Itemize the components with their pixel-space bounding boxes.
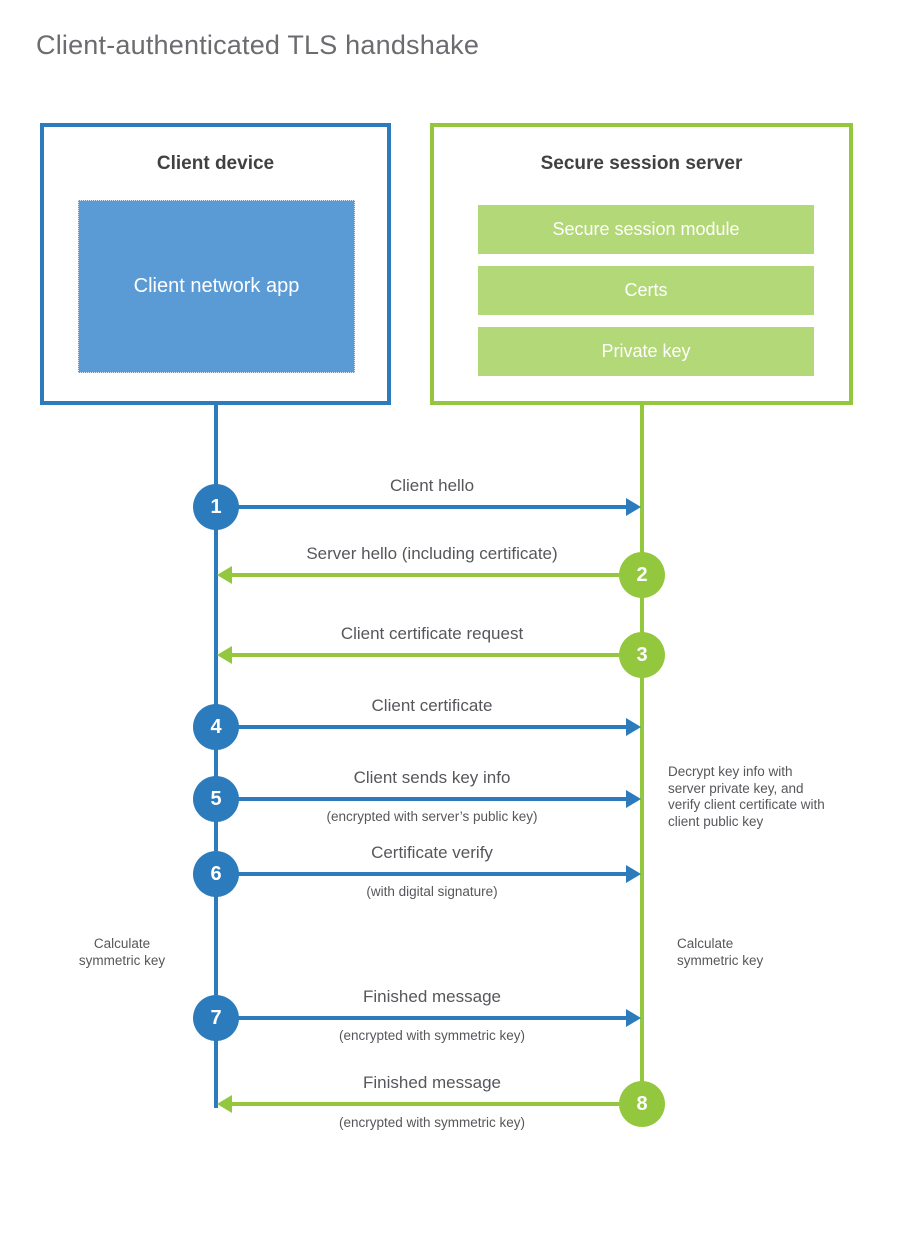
step-8-number: 8 <box>636 1092 648 1115</box>
step-6-label: Certificate verify <box>371 843 493 862</box>
client-device-box: Client device Client network app <box>40 123 391 405</box>
step-5-number: 5 <box>210 787 222 810</box>
step-6-circle: 6 <box>193 851 239 897</box>
step-6-number: 6 <box>210 862 222 885</box>
server-module-secure-session: Secure session module <box>478 205 814 254</box>
client-network-app-box: Client network app <box>78 200 355 373</box>
step-2-circle: 2 <box>619 552 665 598</box>
step-5-circle: 5 <box>193 776 239 822</box>
step-4-label: Client certificate <box>371 696 493 715</box>
step-8-arrow <box>232 1102 619 1106</box>
page-title: Client-authenticated TLS handshake <box>36 30 480 60</box>
step-1-circle: 1 <box>193 484 239 530</box>
step-7-arrowhead-icon <box>626 1009 641 1027</box>
step-7-label: Finished message <box>363 987 501 1006</box>
step-3-circle: 3 <box>619 632 665 678</box>
secure-session-server-title: Secure session server <box>540 153 743 174</box>
client-device-title: Client device <box>156 153 275 174</box>
step-7-circle: 7 <box>193 995 239 1041</box>
step-7-sublabel: (encrypted with symmetric key) <box>338 1028 526 1043</box>
server-lifeline <box>640 405 644 1108</box>
step-7-arrow <box>238 1016 626 1020</box>
step-1-arrowhead-icon <box>626 498 641 516</box>
step-4-arrow <box>238 725 626 729</box>
step-3-arrow <box>232 653 619 657</box>
server-decrypt-note: Decrypt key info with server private key… <box>668 764 825 829</box>
server-module-certs: Certs <box>478 266 814 315</box>
step-7-number: 7 <box>210 1006 222 1029</box>
client-network-app-label: Client network app <box>133 275 300 297</box>
step-6-sublabel: (with digital signature) <box>366 884 498 899</box>
secure-session-server-box: Secure session server Secure session mod… <box>430 123 853 405</box>
step-4-circle: 4 <box>193 704 239 750</box>
step-1-label: Client hello <box>389 476 475 495</box>
step-2-number: 2 <box>636 563 648 586</box>
step-1-number: 1 <box>210 495 222 518</box>
step-2-label: Server hello (including certificate) <box>306 544 558 563</box>
step-2-arrow <box>232 573 619 577</box>
step-5-sublabel: (encrypted with server’s public key) <box>326 809 538 824</box>
client-calculate-symmetric-key-note: Calculate symmetric key <box>78 936 166 968</box>
step-1-arrow <box>238 505 626 509</box>
step-4-arrowhead-icon <box>626 718 641 736</box>
step-6-arrowhead-icon <box>626 865 641 883</box>
server-calculate-symmetric-key-note: Calculate symmetric key <box>677 936 764 968</box>
step-2-arrowhead-icon <box>217 566 232 584</box>
step-3-number: 3 <box>636 643 648 666</box>
server-module-private-key: Private key <box>478 327 814 376</box>
step-4-number: 4 <box>210 715 222 738</box>
step-5-arrow <box>238 797 626 801</box>
step-6-arrow <box>238 872 626 876</box>
step-5-arrowhead-icon <box>626 790 641 808</box>
client-lifeline <box>214 405 218 1108</box>
step-8-sublabel: (encrypted with symmetric key) <box>338 1115 526 1130</box>
step-3-arrowhead-icon <box>217 646 232 664</box>
step-8-circle: 8 <box>619 1081 665 1127</box>
step-5-label: Client sends key info <box>353 768 511 787</box>
step-8-arrowhead-icon <box>217 1095 232 1113</box>
step-8-label: Finished message <box>363 1073 501 1092</box>
step-3-label: Client certificate request <box>340 624 524 643</box>
